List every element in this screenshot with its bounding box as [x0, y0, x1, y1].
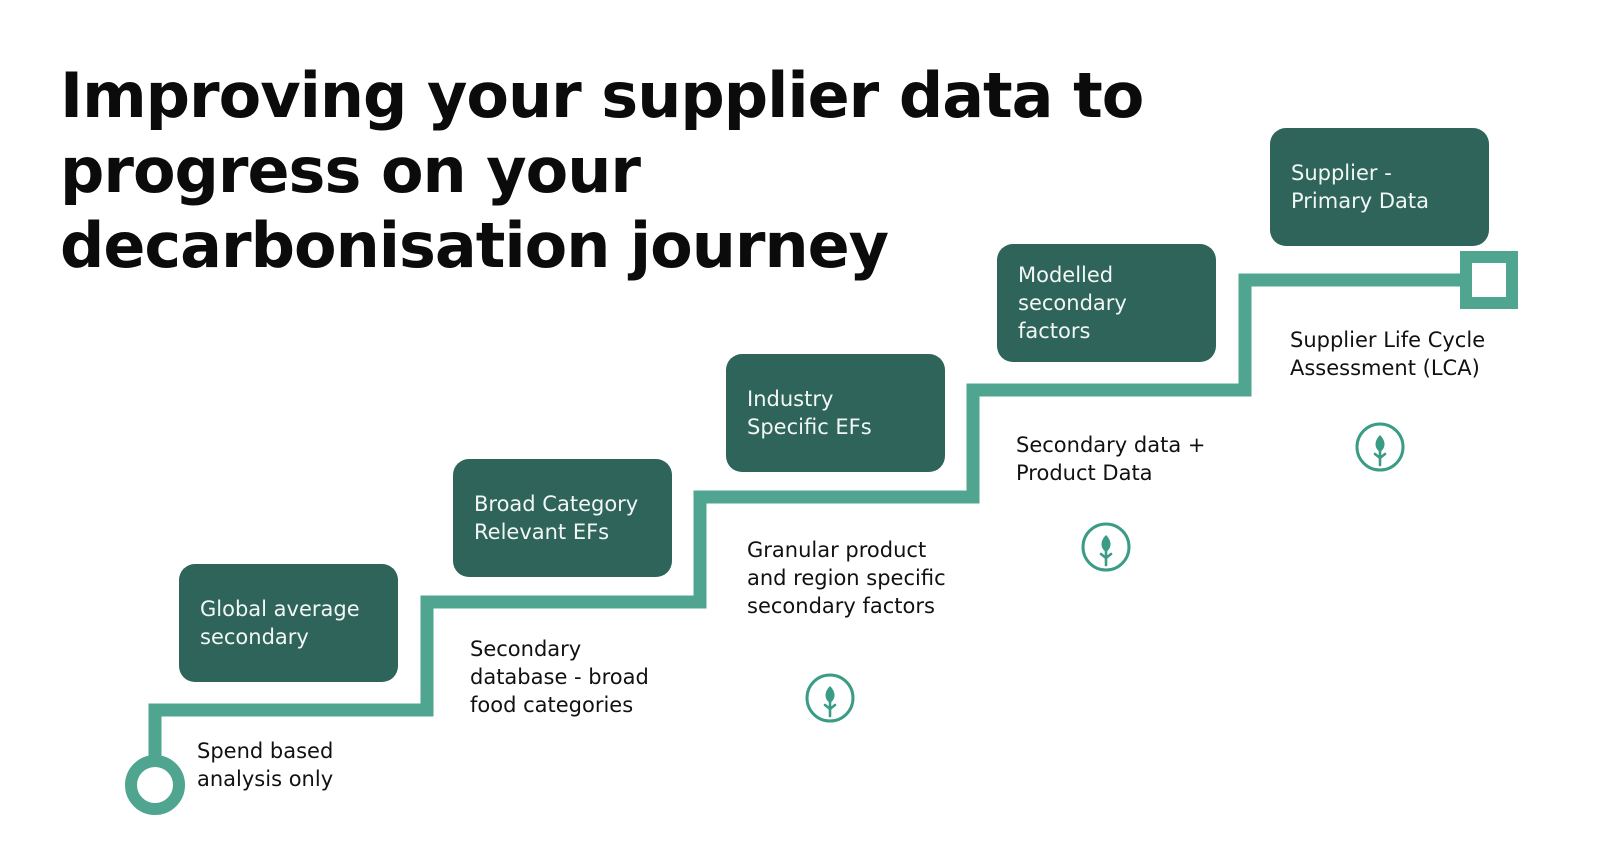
step-box-label: Industry Specific EFs: [747, 387, 872, 439]
step-box-industry-specific: Industry Specific EFs: [726, 354, 945, 472]
title-line-3: decarbonisation journey: [60, 209, 889, 282]
step-description-granular-product: Granular product and region specific sec…: [747, 538, 946, 618]
leaf-circle-icon: [1081, 522, 1131, 572]
step-box-label: Modelled secondary factors: [1018, 263, 1127, 343]
start-circle-marker: [125, 755, 185, 815]
step-description-spend-based: Spend based analysis only: [197, 739, 334, 791]
step-description-secondary-database: Secondary database - broad food categori…: [470, 637, 649, 717]
leaf-circle-icon: [805, 673, 855, 723]
step-box-supplier-primary: Supplier - Primary Data: [1270, 128, 1489, 246]
step-box-global-average: Global average secondary: [179, 564, 398, 682]
step-box-modelled-secondary: Modelled secondary factors: [997, 244, 1216, 362]
step-description-secondary-product: Secondary data + Product Data: [1016, 433, 1206, 485]
step-box-label: Supplier - Primary Data: [1291, 161, 1429, 213]
end-square-marker: [1460, 251, 1518, 309]
page-title: Improving your supplier data to progress…: [60, 58, 1144, 283]
leaf-circle-icon: [1355, 422, 1405, 472]
step-box-label: Global average secondary: [200, 597, 360, 649]
step-box-broad-category: Broad Category Relevant EFs: [453, 459, 672, 577]
step-box-label: Broad Category Relevant EFs: [474, 492, 639, 544]
title-line-1: Improving your supplier data to: [60, 59, 1144, 132]
step-description-supplier-lca: Supplier Life Cycle Assessment (LCA): [1290, 328, 1486, 380]
staircase-line: [148, 273, 1468, 785]
title-line-2: progress on your: [60, 134, 641, 207]
